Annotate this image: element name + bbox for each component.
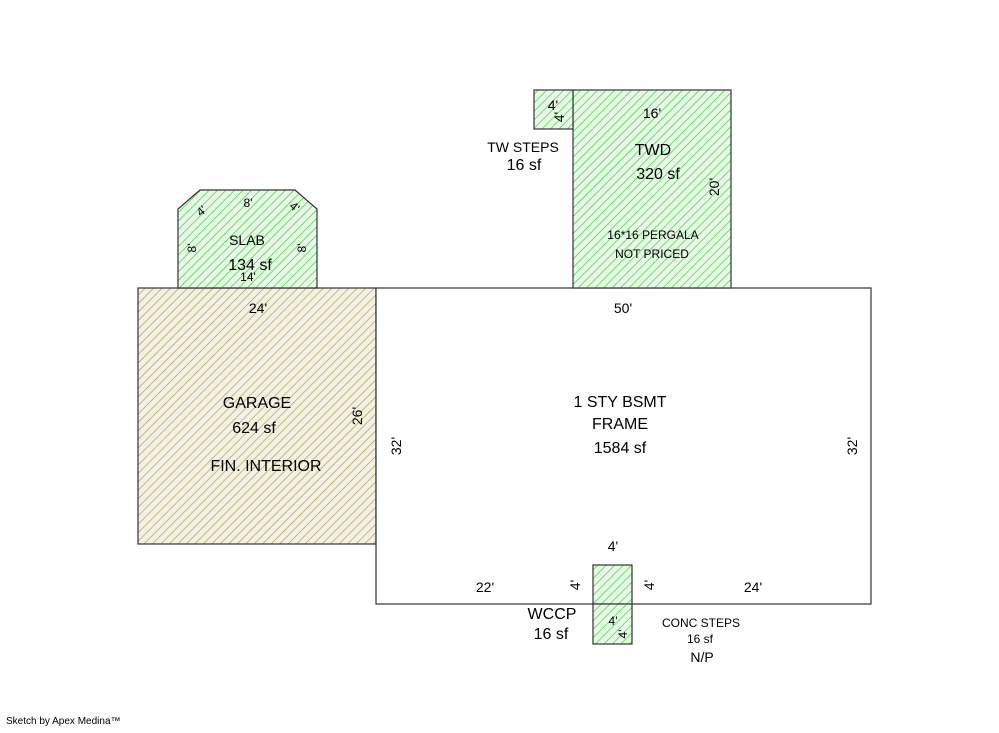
house-area [375, 287, 872, 605]
house-left-dimension: 32' [388, 437, 404, 455]
house-area-label: 1584 sf [594, 440, 647, 457]
wccp-right-dimension: 4' [641, 580, 657, 590]
slab-area [177, 189, 318, 289]
tw-steps-name-label: TW STEPS [487, 139, 559, 155]
twd-side-dimension: 20' [706, 178, 722, 196]
wccp-left-dimension: 4' [567, 580, 583, 590]
wccp-area [592, 564, 633, 605]
twd-top-dimension: 16' [643, 105, 661, 121]
garage-name-label: GARAGE [223, 395, 291, 412]
tw-steps-side-dimension: 4' [551, 112, 567, 122]
tw-steps-area [533, 89, 574, 130]
conc-steps-note-label: N/P [690, 649, 713, 665]
twd-note-line1: 16*16 PERGALA [607, 228, 698, 242]
tw-steps-area-label: 16 sf [507, 157, 542, 174]
house-right-dimension: 32' [844, 437, 860, 455]
house-name-line1: 1 STY BSMT [573, 394, 666, 411]
conc-steps-top-dimension: 4' [609, 614, 618, 628]
twd-area-label: 320 sf [636, 166, 680, 183]
wccp-area-label: 16 sf [534, 626, 569, 643]
slab-top-dimension: 8' [244, 196, 253, 210]
garage-right-dimension: 26' [349, 407, 365, 425]
twd-area [572, 89, 732, 289]
wccp-name-label: WCCP [528, 606, 577, 623]
wccp-top-dimension: 4' [608, 538, 618, 554]
house-bottom-right-dimension: 24' [744, 579, 762, 595]
garage-top-dimension: 24' [249, 300, 267, 316]
garage-area [137, 287, 377, 545]
twd-note-line2: NOT PRICED [615, 247, 689, 261]
slab-name-label: SLAB [229, 232, 265, 248]
house-name-line2: FRAME [592, 416, 648, 433]
conc-steps-area-label: 16 sf [687, 632, 714, 646]
slab-left-dimension: 8' [185, 244, 199, 253]
garage-area-label: 624 sf [232, 420, 276, 437]
garage-note-label: FIN. INTERIOR [210, 458, 321, 475]
slab-right-dimension: 8' [295, 244, 309, 253]
slab-area-label: 134 sf [228, 257, 272, 274]
conc-steps-area [592, 603, 633, 645]
house-top-dimension: 50' [614, 300, 632, 316]
house-bottom-left-dimension: 22' [476, 579, 494, 595]
twd-name-label: TWD [635, 142, 671, 159]
slab-bottom-dimension: 14' [240, 270, 256, 284]
sketch-credit: Sketch by Apex Medina™ [6, 716, 121, 727]
conc-steps-side-dimension: 4' [616, 630, 630, 639]
conc-steps-name-label: CONC STEPS [662, 616, 740, 630]
tw-steps-top-dimension: 4' [548, 97, 558, 113]
